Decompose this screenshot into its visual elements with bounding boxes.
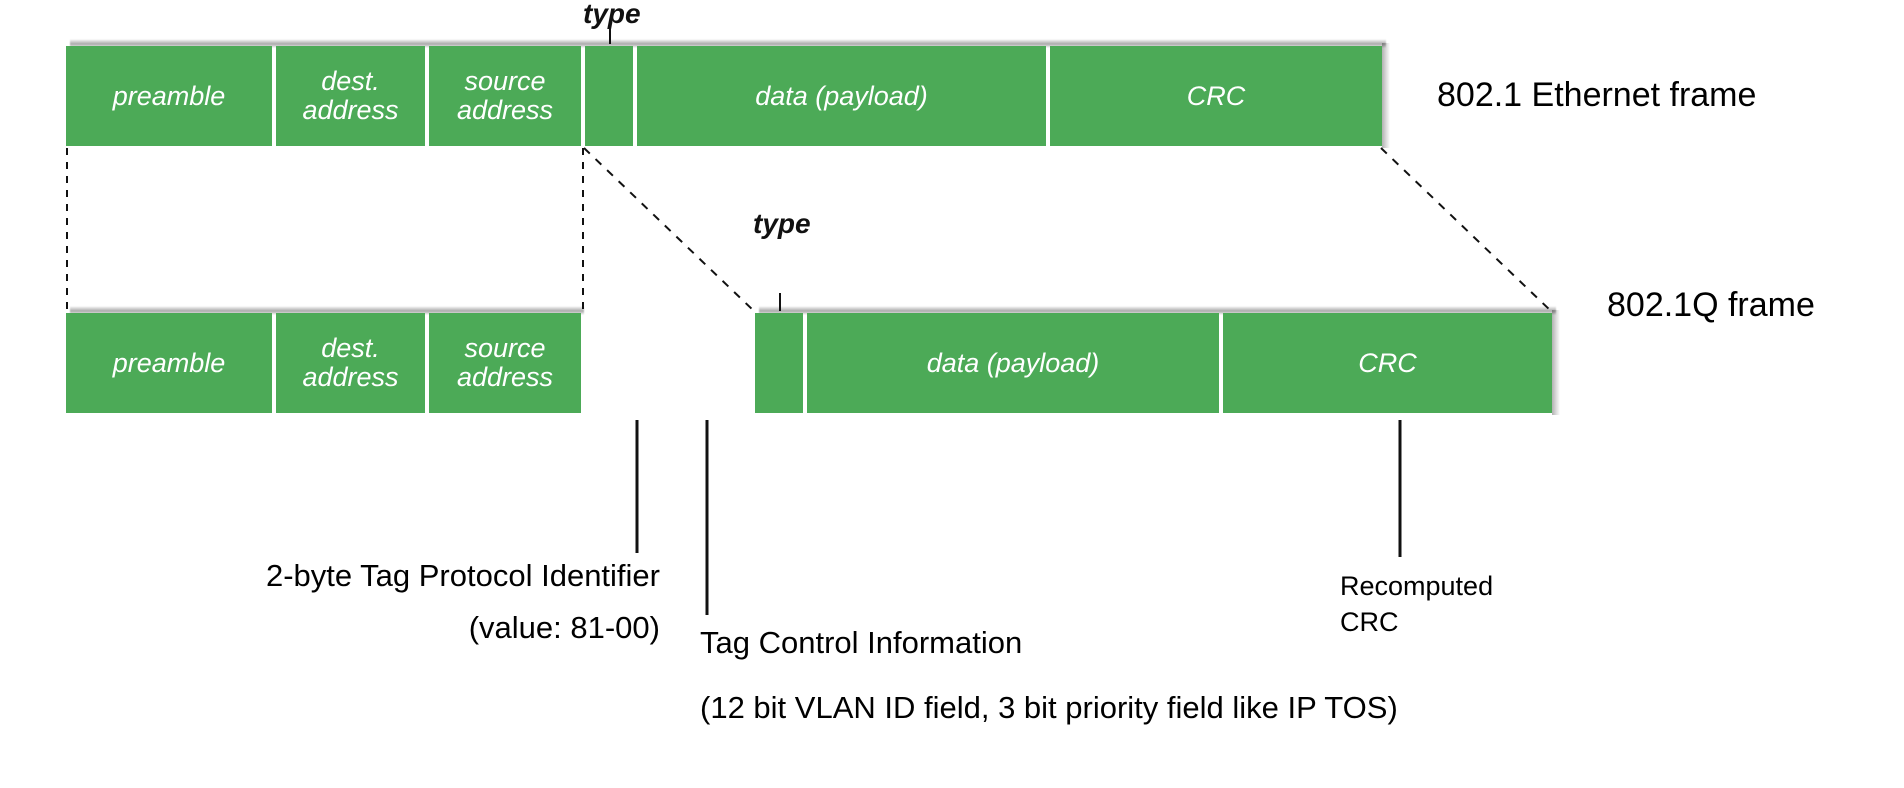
guide-line-crc (1380, 147, 1553, 313)
frame2-shadow-top-left (70, 306, 584, 315)
frame2-shadow-right (1552, 310, 1560, 415)
frame2-shadow-top-right (759, 306, 1556, 315)
frame1-shadow-top (70, 39, 1386, 48)
annotation-tpid: 2-byte Tag Protocol Identifier (value: 8… (120, 558, 660, 646)
segment-source-address: source address (429, 313, 581, 413)
segment-preamble: preamble (66, 46, 272, 146)
segment-data-payload: data (payload) (637, 46, 1046, 146)
segment-data-payload: data (payload) (807, 313, 1219, 413)
type-tick-frame1 (609, 26, 611, 44)
segment-source-address: source address (429, 46, 581, 146)
frame1-caption: 802.1 Ethernet frame (1437, 76, 1757, 114)
annotation-tci-detail: (12 bit VLAN ID field, 3 bit priority fi… (700, 690, 1398, 725)
type-label-frame1: type (583, 0, 641, 29)
annotation-tci-title: Tag Control Information (700, 625, 1023, 660)
frame1-shadow-right (1382, 43, 1390, 148)
segment-type (755, 313, 803, 413)
annotation-recomputed-crc-line1: Recomputed (1340, 571, 1494, 601)
guide-line-tag-insert (583, 147, 756, 313)
segment-crc: CRC (1050, 46, 1382, 146)
annotation-recomputed-crc-line2: CRC (1340, 607, 1399, 637)
segment-crc: CRC (1223, 313, 1552, 413)
segment-dest-address: dest. address (276, 46, 425, 146)
segment-type (585, 46, 633, 146)
annotation-tpid-line1: 2-byte Tag Protocol Identifier (265, 558, 660, 593)
type-tick-frame2 (779, 293, 781, 311)
segment-dest-address: dest. address (276, 313, 425, 413)
frame2-caption: 802.1Q frame (1607, 286, 1815, 324)
segment-preamble: preamble (66, 313, 272, 413)
annotation-tpid-line2: (value: 81-00) (468, 610, 660, 645)
type-label-frame2: type (753, 208, 811, 239)
